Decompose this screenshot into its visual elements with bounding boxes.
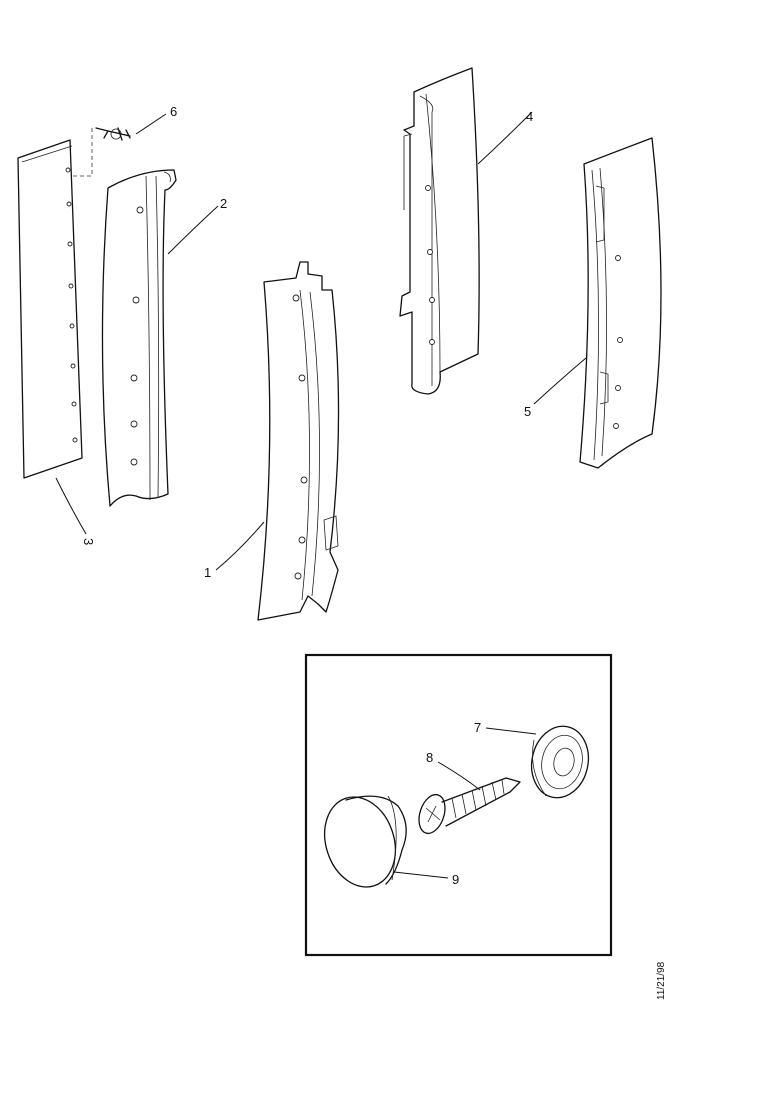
inset-detail-box <box>304 653 613 957</box>
trim-part-4 <box>399 67 533 395</box>
callout-part-8: 8 <box>426 750 433 765</box>
plug-part-9 <box>324 795 449 888</box>
callout-labels: 1 2 3 4 5 6 7 8 9 <box>81 104 533 887</box>
trim-part-5 <box>533 137 662 469</box>
callout-part-6: 6 <box>170 104 177 119</box>
leader-part-3 <box>55 477 87 535</box>
grommet-part-7 <box>485 725 590 799</box>
trim-2-holes <box>130 206 144 466</box>
trim-1-holes <box>292 294 308 580</box>
screw-part-8 <box>418 761 521 835</box>
trim-5-holes <box>613 255 623 429</box>
trim-part-1 <box>215 261 340 621</box>
panel-part-3 <box>17 139 83 479</box>
screw-part-6 <box>70 113 167 177</box>
callout-part-1: 1 <box>204 565 211 580</box>
panel-3-holes <box>65 167 78 443</box>
callout-part-2: 2 <box>220 196 227 211</box>
callout-part-7: 7 <box>474 720 481 735</box>
callout-part-9: 9 <box>452 872 459 887</box>
figure-code: 11/21/98 <box>656 961 667 1000</box>
callout-part-5: 5 <box>524 404 531 419</box>
callout-part-3: 3 <box>81 538 96 545</box>
callout-part-4: 4 <box>526 109 533 124</box>
trim-part-2 <box>101 169 219 507</box>
trim-4-holes <box>425 185 435 345</box>
